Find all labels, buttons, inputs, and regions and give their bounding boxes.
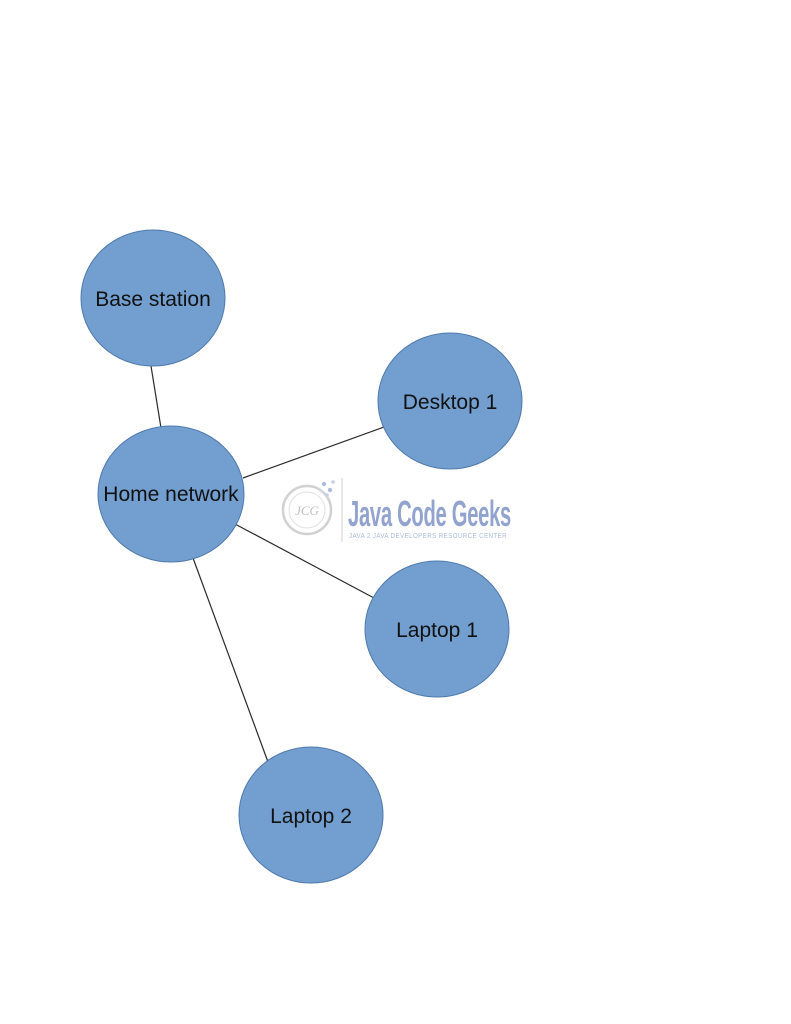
node-base-station: Base station <box>80 229 226 367</box>
edges <box>150 365 385 763</box>
node-label: Laptop 2 <box>270 805 352 828</box>
node-label: Home network <box>103 483 239 506</box>
node-label: Base station <box>95 288 211 311</box>
watermark-logo: JCG Java Code Geeks JAVA 2 JAVA DEVELOPE… <box>281 478 512 542</box>
node-desktop-1: Desktop 1 <box>377 332 523 470</box>
edge-home-laptop-1 <box>234 523 375 599</box>
edge-home-laptop-2 <box>192 557 269 763</box>
node-label: Desktop 1 <box>403 391 498 414</box>
node-shape <box>238 746 384 884</box>
node-shape <box>80 229 226 367</box>
watermark-badge-text: JCG <box>295 503 319 518</box>
node-shape <box>364 560 510 698</box>
node-label: Laptop 1 <box>396 619 478 642</box>
node-shape <box>377 332 523 470</box>
edge-home-desktop-1 <box>242 426 385 479</box>
jcg-badge-icon: JCG <box>281 480 335 536</box>
node-laptop-1: Laptop 1 <box>364 560 510 698</box>
watermark-subtitle: JAVA 2 JAVA DEVELOPERS RESOURCE CENTER <box>349 531 507 540</box>
edge-home-base-station <box>150 365 162 429</box>
node-home-network: Home network <box>97 425 245 563</box>
watermark-title: Java Code Geeks <box>348 493 511 534</box>
node-laptop-2: Laptop 2 <box>238 746 384 884</box>
node-shape <box>97 425 245 563</box>
